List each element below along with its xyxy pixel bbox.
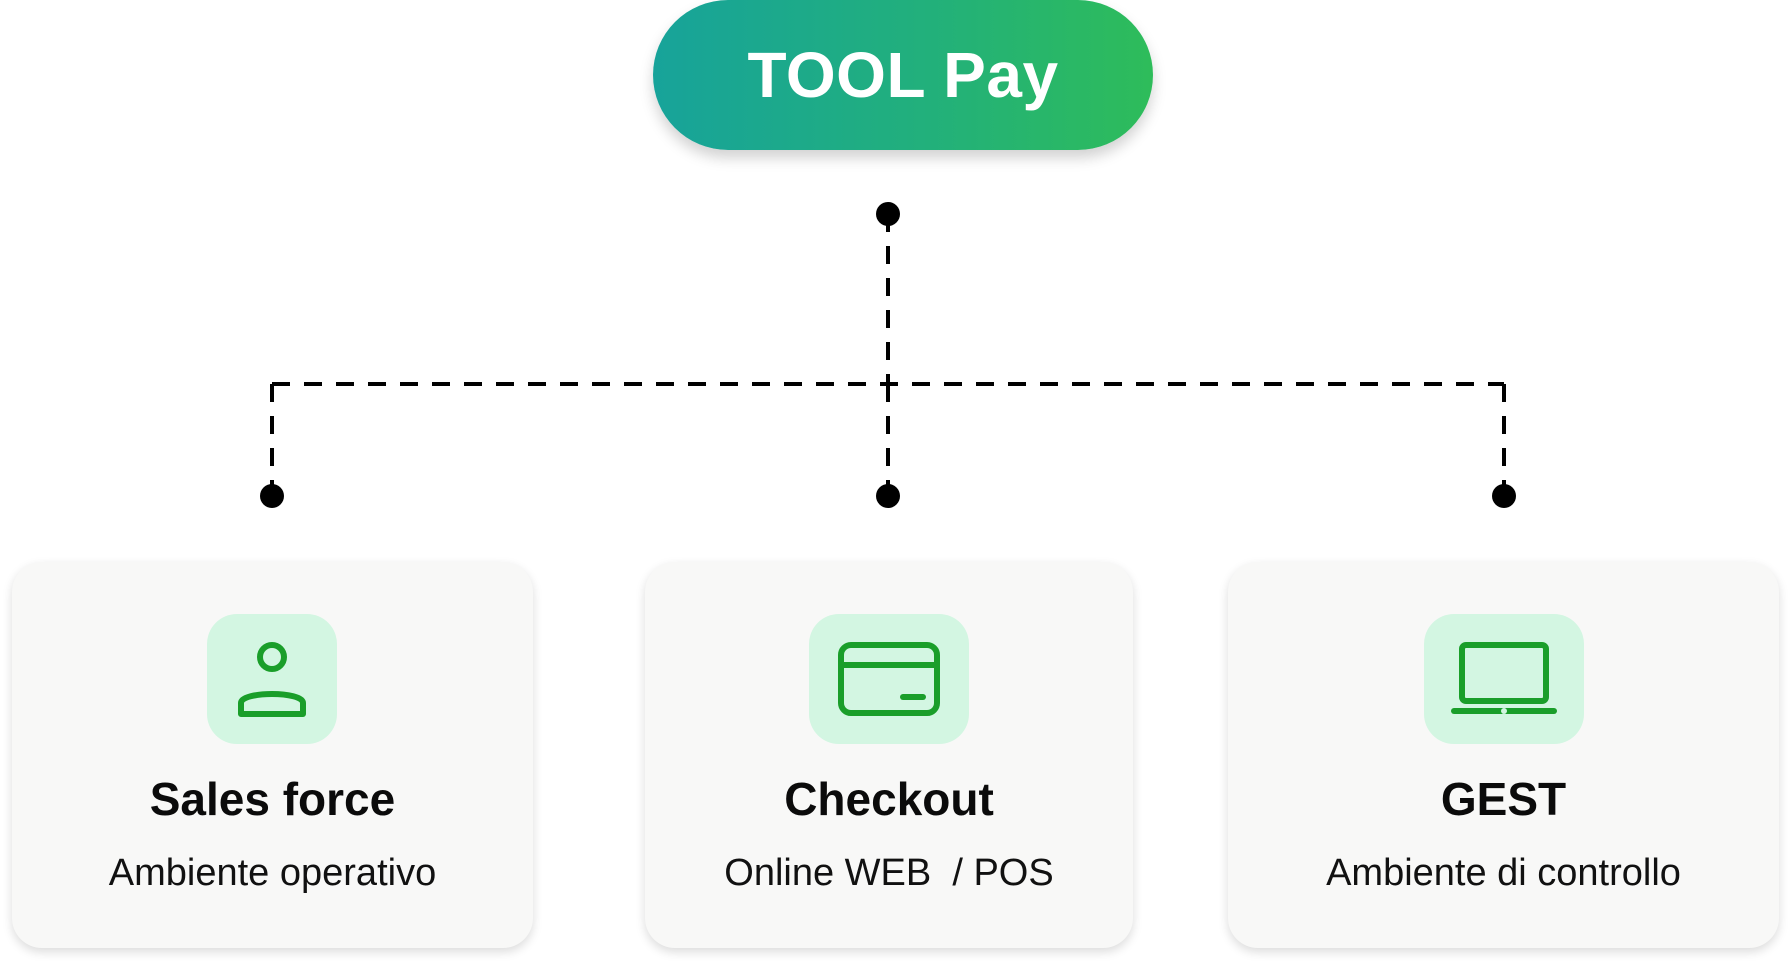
laptop-icon — [1451, 642, 1557, 714]
tool-pay-root-node: TOOL Pay — [653, 0, 1153, 150]
checkout-title: Checkout — [784, 773, 994, 825]
laptop-icon-box — [1424, 614, 1584, 744]
gest-card: GEST Ambiente di controllo — [1228, 562, 1779, 948]
user-icon — [238, 642, 306, 717]
gest-title: GEST — [1440, 773, 1567, 825]
credit-card-icon-box — [809, 614, 969, 744]
credit-card-icon — [838, 642, 940, 716]
gest-subtitle: Ambiente di controllo — [1326, 852, 1681, 894]
root-node-label: TOOL Pay — [747, 39, 1059, 111]
sales-force-card: Sales force Ambiente operativo — [12, 562, 533, 948]
user-icon-box — [207, 614, 337, 744]
checkout-card: Checkout Online WEB / POS — [645, 562, 1133, 948]
sales-force-subtitle: Ambiente operativo — [108, 852, 437, 894]
sales-force-title: Sales force — [149, 773, 396, 825]
center-connector-dot — [876, 484, 900, 508]
checkout-subtitle: Online WEB / POS — [724, 852, 1054, 894]
left-connector-dot — [260, 484, 284, 508]
right-connector-dot — [1492, 484, 1516, 508]
root-connector-dot — [876, 202, 900, 226]
